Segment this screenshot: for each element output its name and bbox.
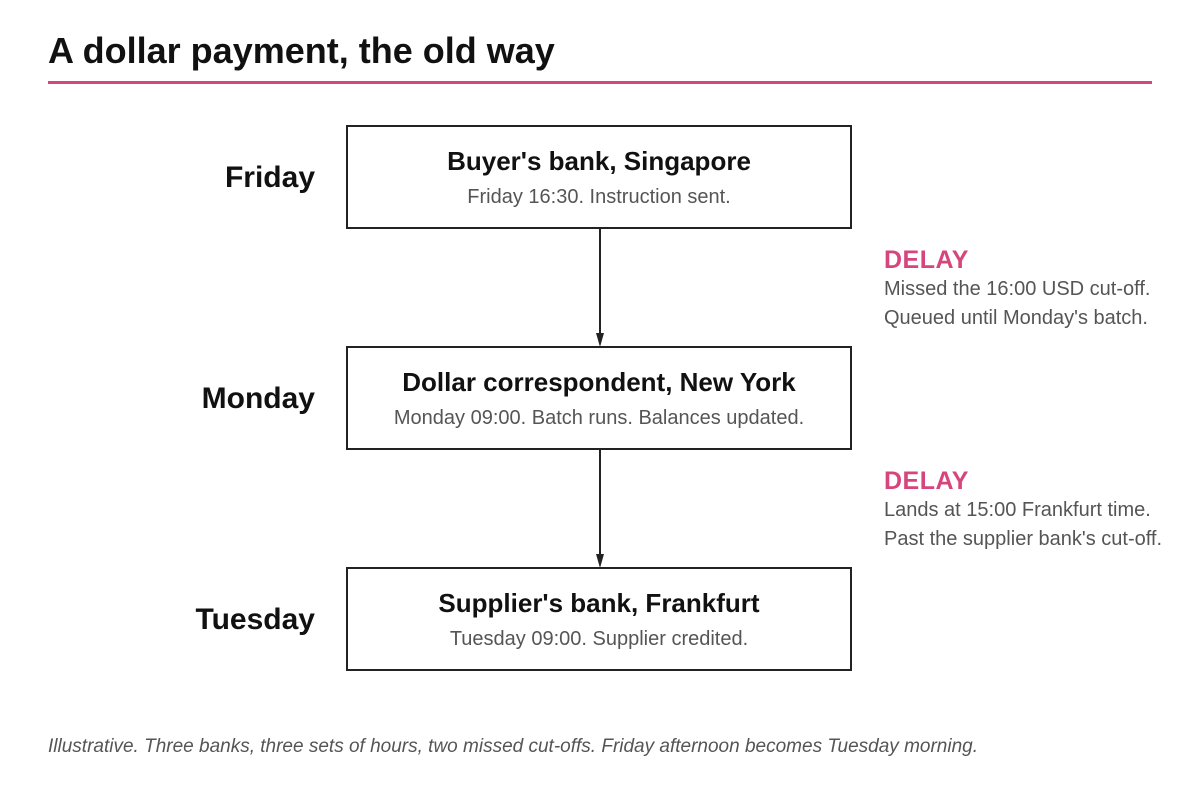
delay-text-line: Lands at 15:00 Frankfurt time.: [884, 499, 1151, 521]
step-box-buyers-bank: Buyer's bank, Singapore Friday 16:30. In…: [346, 125, 852, 229]
delay-label: DELAY: [884, 467, 969, 495]
title-underline: [48, 81, 1152, 84]
step-detail: Tuesday 09:00. Supplier credited.: [449, 628, 749, 650]
flow-arrow-1: [596, 229, 604, 347]
step-title: Dollar correspondent, New York: [402, 367, 796, 397]
step-title: Buyer's bank, Singapore: [447, 146, 751, 176]
delay-note-2: DELAY Lands at 15:00 Frankfurt time. Pas…: [884, 466, 1194, 554]
footnote: Illustrative. Three banks, three sets of…: [48, 736, 979, 757]
flow-arrow-2: [596, 450, 604, 568]
delay-text-line: Past the supplier bank's cut-off.: [884, 528, 1163, 550]
day-label-tuesday: Tuesday: [195, 603, 316, 636]
step-detail: Friday 16:30. Instruction sent.: [467, 186, 731, 208]
page-title: A dollar payment, the old way: [48, 30, 555, 71]
day-label-friday: Friday: [224, 161, 315, 194]
delay-label: DELAY: [884, 246, 969, 274]
step-title: Supplier's bank, Frankfurt: [438, 588, 760, 618]
step-box-suppliers-bank: Supplier's bank, Frankfurt Tuesday 09:00…: [346, 567, 852, 671]
delay-text-line: Queued until Monday's batch.: [884, 307, 1148, 329]
step-detail: Monday 09:00. Batch runs. Balances updat…: [393, 407, 805, 429]
step-box-dollar-correspondent: Dollar correspondent, New York Monday 09…: [346, 346, 852, 450]
delay-note-1: DELAY Missed the 16:00 USD cut-off. Queu…: [884, 245, 1194, 333]
day-label-monday: Monday: [201, 382, 315, 415]
delay-text-line: Missed the 16:00 USD cut-off.: [884, 278, 1151, 300]
